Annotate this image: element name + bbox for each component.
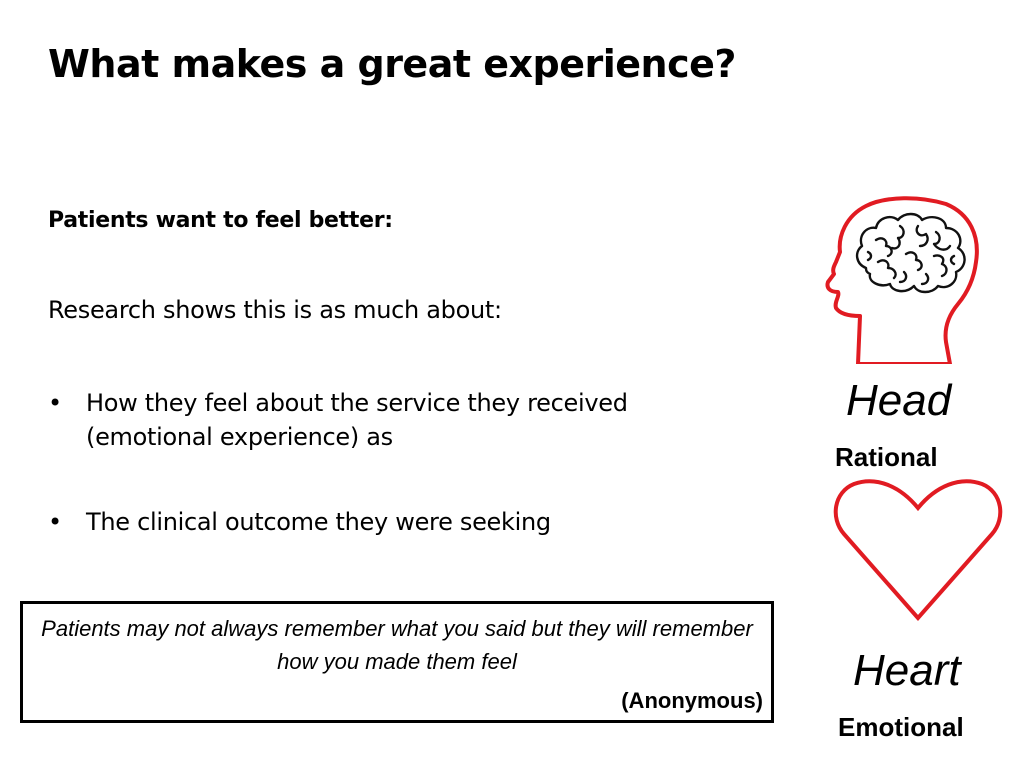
bullet-item: • The clinical outcome they were seeking [48,505,648,539]
quote-attribution: (Anonymous) [621,688,763,713]
heart-label: Heart [853,646,961,695]
subheading: Patients want to feel better: [48,208,393,233]
slide-title: What makes a great experience? [48,42,736,86]
quote-text: Patients may not always remember what yo… [41,616,753,674]
intro-text: Research shows this is as much about: [48,296,502,324]
quote-box: Patients may not always remember what yo… [20,601,774,723]
bullet-list: • How they feel about the service they r… [48,386,648,539]
heart-outline [833,479,1003,622]
bullet-item: • How they feel about the service they r… [48,386,648,454]
bullet-text: How they feel about the service they rec… [86,389,628,451]
brain [855,212,966,294]
head-outline [825,196,979,364]
bullet-marker: • [48,508,62,536]
head-brain-icon [825,196,979,364]
heart-icon [833,479,1003,622]
bullet-text: The clinical outcome they were seeking [86,508,551,536]
head-sublabel: Rational [835,442,938,472]
head-label: Head [846,376,952,425]
bullet-marker: • [48,389,62,417]
heart-sublabel: Emotional [838,712,964,742]
